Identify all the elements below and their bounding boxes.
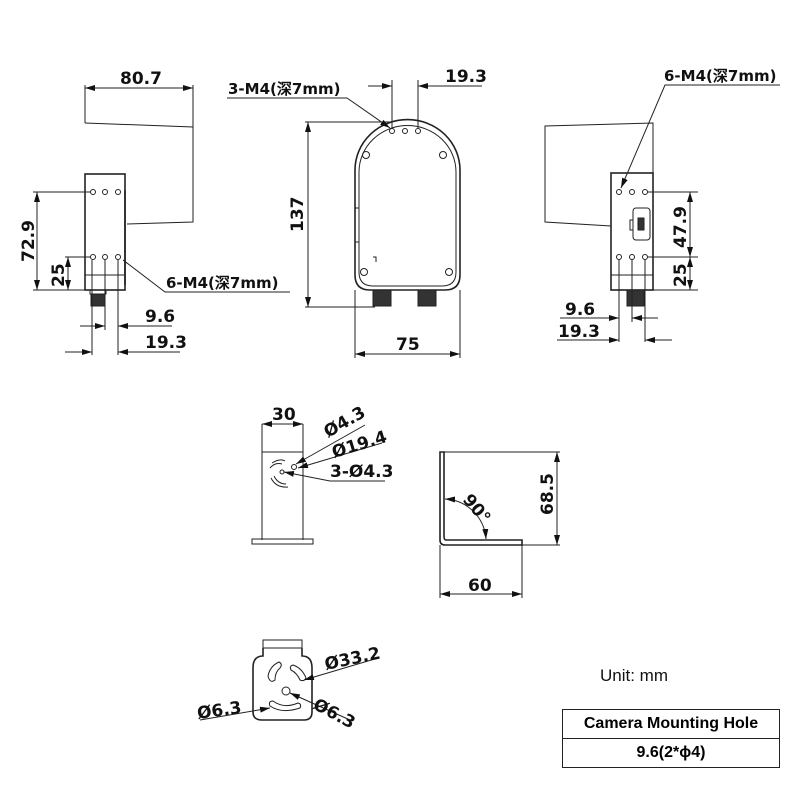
dim-width: 75 xyxy=(396,335,420,355)
dim-offset-a: 9.6 xyxy=(565,300,595,320)
hole-right: Ø6.3 xyxy=(310,695,359,734)
dim-lower: 25 xyxy=(49,263,69,287)
dim-spacing: 19.3 xyxy=(445,67,487,87)
holes-b: 3-Ø4.3 xyxy=(330,462,393,482)
dim-height: 68.5 xyxy=(538,473,558,515)
dim-upper: 47.9 xyxy=(671,206,691,248)
right-side-view: 47.9 25 6-M4(深7mm) 9.6 19.3 xyxy=(544,67,780,343)
mounting-hole-table: Camera Mounting Hole 9.6(2*ϕ4) xyxy=(562,709,780,768)
l-bracket-view: 68.5 60 90° xyxy=(439,451,560,598)
dim-lower: 25 xyxy=(671,263,691,287)
dim-width: 80.7 xyxy=(120,69,162,89)
hole-left: Ø6.3 xyxy=(196,698,243,724)
dim-height: 137 xyxy=(288,197,308,233)
outer-dia: Ø33.2 xyxy=(323,644,382,675)
hole-label: 6-M4(深7mm) xyxy=(664,67,776,85)
dim-height: 72.9 xyxy=(19,220,39,262)
hole-label: 3-M4(深7mm) xyxy=(228,80,340,98)
angle-label: 90° xyxy=(458,490,494,528)
front-view: 137 75 19.3 3-M4(深7mm) xyxy=(227,67,487,358)
unit-label: Unit: mm xyxy=(600,666,668,685)
table-header: Camera Mounting Hole xyxy=(562,709,780,739)
table-value: 9.6(2*ϕ4) xyxy=(562,738,780,768)
dim-offset-b: 19.3 xyxy=(145,333,187,353)
hole-label: 6-M4(深7mm) xyxy=(166,274,278,292)
bracket-bottom-view: Ø33.2 Ø6.3 Ø6.3 xyxy=(196,639,382,734)
mounting-holes xyxy=(90,189,121,260)
left-side-view: 80.7 72.9 25 6-M4(深7mm) 9.6 19.3 xyxy=(19,69,290,355)
dim-offset-b: 19.3 xyxy=(558,322,600,342)
dim-width: 30 xyxy=(272,405,296,425)
screws xyxy=(360,151,453,276)
dim-offset-a: 9.6 xyxy=(145,307,175,327)
dim-base: 60 xyxy=(468,576,492,596)
bracket-side-view: 30 Ø4.3 Ø19.4 3-Ø4.3 xyxy=(251,403,393,545)
